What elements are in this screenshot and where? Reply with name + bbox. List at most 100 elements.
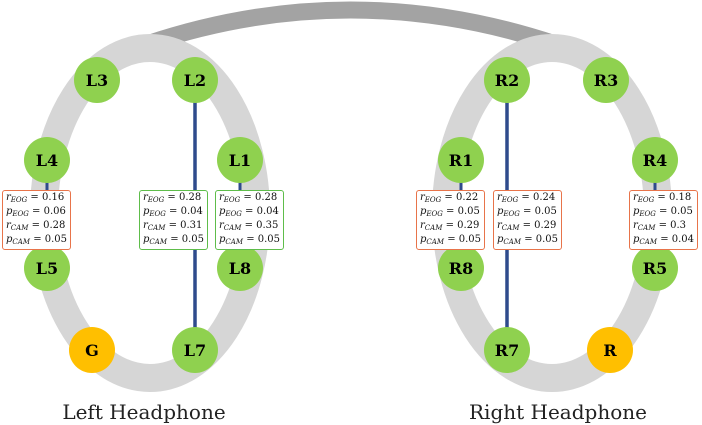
stat-symbol: p	[6, 234, 13, 245]
stat-symbol: r	[633, 220, 638, 231]
electrode-L2: L2	[172, 57, 218, 103]
electrode-L8: L8	[217, 245, 263, 291]
stat-value: = 0.28	[167, 192, 202, 203]
stat-symbol: r	[143, 192, 148, 203]
stat-symbol: r	[219, 192, 224, 203]
stat-value: = 0.35	[244, 220, 279, 231]
electrode-label-R8: R8	[449, 259, 473, 278]
stat-subscript: EOG	[147, 196, 165, 204]
stat-symbol: p	[219, 206, 226, 217]
stat-symbol: r	[497, 192, 502, 203]
stat-subscript: CAM	[223, 224, 242, 232]
electrode-label-L4: L4	[36, 151, 58, 170]
stat-value: = 0.05	[447, 234, 482, 245]
stat-value: = 0.28	[31, 220, 66, 231]
stat-value: = 0.22	[444, 192, 479, 203]
left-headphone-caption: Left Headphone	[62, 400, 225, 424]
electrode-label-R2: R2	[495, 71, 519, 90]
stat-subscript: EOG	[639, 210, 656, 218]
electrode-label-L3: L3	[86, 71, 108, 90]
right-headphone-caption: Right Headphone	[469, 400, 647, 424]
stat-r-cam: rCAM = 0.29	[420, 220, 481, 234]
stat-value: = 0.3	[658, 220, 687, 231]
stat-p-eog: pEOG = 0.04	[143, 206, 204, 220]
stat-p-cam: pCAM = 0.05	[219, 234, 280, 248]
electrode-R8: R8	[438, 245, 484, 291]
stat-symbol: r	[6, 220, 11, 231]
stat-symbol: p	[633, 234, 640, 245]
headband	[144, 1, 558, 53]
stat-p-eog: pEOG = 0.05	[497, 206, 558, 220]
stat-r-cam: rCAM = 0.29	[497, 220, 558, 234]
stat-subscript: EOG	[223, 196, 241, 204]
stat-value: = 0.29	[522, 220, 557, 231]
stat-subscript: EOG	[501, 196, 519, 204]
stat-value: = 0.04	[245, 206, 279, 217]
electrode-label-L2: L2	[184, 71, 206, 90]
stat-p-cam: pCAM = 0.05	[420, 234, 481, 248]
electrode-R5: R5	[632, 245, 678, 291]
stat-symbol: r	[219, 220, 224, 231]
stat-p-eog: pEOG = 0.05	[633, 206, 694, 220]
stat-subscript: CAM	[426, 238, 444, 246]
stat-subscript: CAM	[149, 238, 167, 246]
stat-value: = 0.05	[524, 234, 559, 245]
stat-symbol: p	[497, 234, 504, 245]
stat-r-eog: rEOG = 0.22	[420, 192, 481, 206]
stat-value: = 0.05	[523, 206, 557, 217]
stat-p-cam: pCAM = 0.05	[6, 234, 67, 248]
stat-value: = 0.05	[246, 234, 281, 245]
stat-value: = 0.05	[33, 234, 68, 245]
stat-subscript: EOG	[426, 210, 443, 218]
electrode-L3: L3	[74, 57, 120, 103]
stat-p-cam: pCAM = 0.04	[633, 234, 694, 248]
electrode-L5: L5	[24, 245, 70, 291]
electrode-R3: R3	[583, 57, 629, 103]
stat-value: = 0.05	[446, 206, 480, 217]
electrode-R2: R2	[484, 57, 530, 103]
electrode-label-L1: L1	[229, 151, 251, 170]
stat-symbol: p	[219, 234, 226, 245]
stat-symbol: p	[420, 206, 427, 217]
electrode-label-R4: R4	[643, 151, 667, 170]
stat-p-eog: pEOG = 0.06	[6, 206, 67, 220]
stat-r-cam: rCAM = 0.28	[6, 220, 67, 234]
electrode-L7: L7	[172, 327, 218, 373]
stat-symbol: p	[420, 234, 427, 245]
stat-value: = 0.04	[169, 206, 203, 217]
electrode-R4: R4	[632, 137, 678, 183]
stat-subscript: EOG	[12, 210, 29, 218]
stat-value: = 0.24	[521, 192, 556, 203]
stat-subscript: CAM	[12, 238, 30, 246]
stat-subscript: CAM	[503, 238, 521, 246]
stat-value: = 0.06	[32, 206, 66, 217]
stat-symbol: p	[143, 234, 150, 245]
stat-value: = 0.28	[243, 192, 278, 203]
stat-subscript: EOG	[424, 196, 442, 204]
stat-symbol: p	[6, 206, 13, 217]
stat-symbol: r	[6, 192, 11, 203]
electrode-label-R1: R1	[449, 151, 473, 170]
stat-p-cam: pCAM = 0.05	[497, 234, 558, 248]
stat-symbol: r	[497, 220, 502, 231]
stat-subscript: EOG	[10, 196, 28, 204]
stat-value: = 0.16	[30, 192, 65, 203]
stat-symbol: p	[143, 206, 150, 217]
stat-value: = 0.18	[657, 192, 692, 203]
electrode-label-R3: R3	[594, 71, 618, 90]
stat-symbol: p	[633, 206, 640, 217]
electrode-label-G: G	[85, 341, 99, 360]
stat-r-eog: rEOG = 0.18	[633, 192, 694, 206]
electrode-label-L7: L7	[184, 341, 206, 360]
electrode-R1: R1	[438, 137, 484, 183]
stat-subscript: CAM	[225, 238, 243, 246]
stat-r-eog: rEOG = 0.24	[497, 192, 558, 206]
stat-p-cam: pCAM = 0.05	[143, 234, 204, 248]
stat-symbol: r	[420, 192, 425, 203]
stat-symbol: r	[143, 220, 148, 231]
stat-symbol: r	[420, 220, 425, 231]
